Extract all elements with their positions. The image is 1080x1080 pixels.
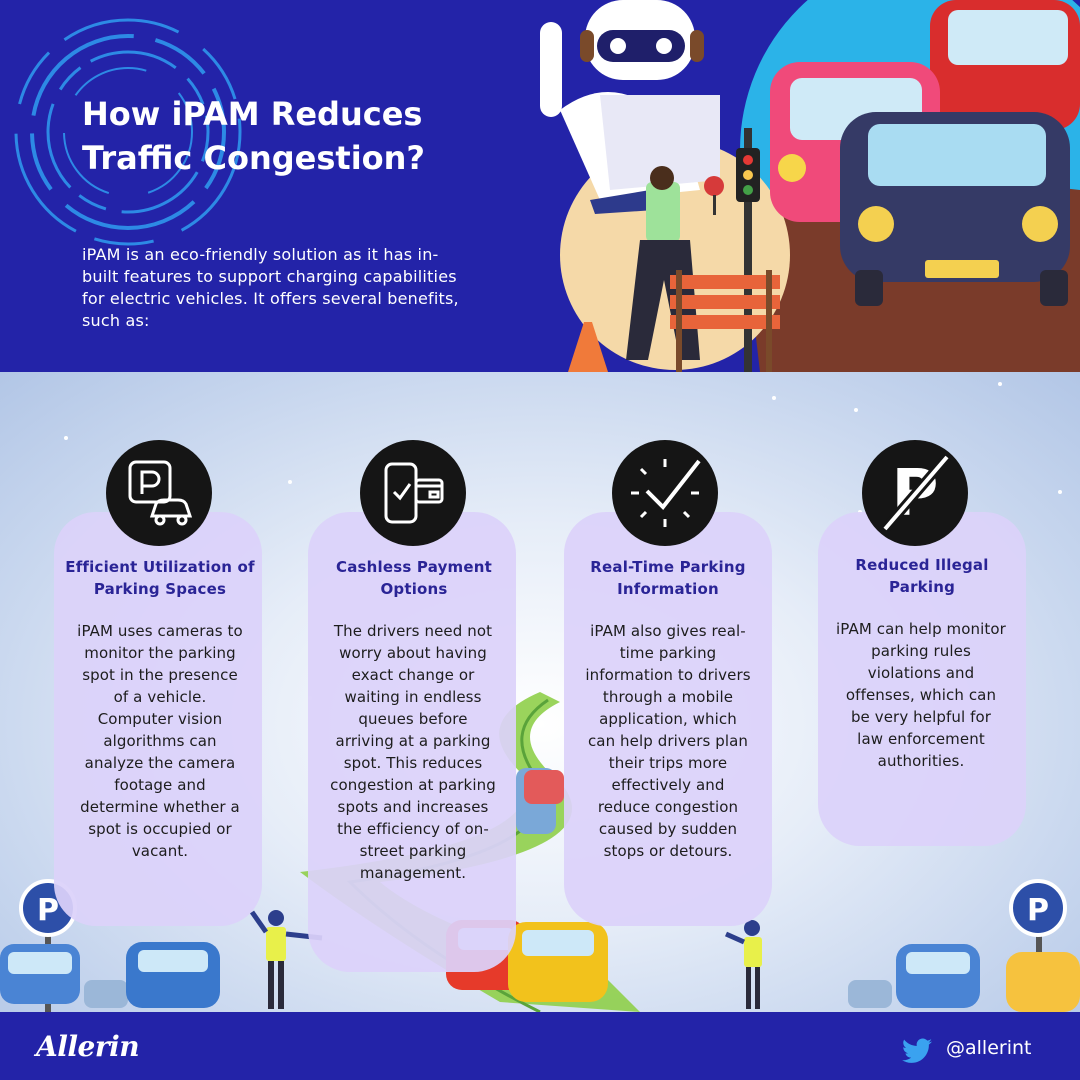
header-banner: How iPAM Reduces Traffic Congestion? iPA… (0, 0, 1080, 372)
twitter-handle[interactable]: @allerint (946, 1037, 1032, 1059)
robot-figure (540, 0, 720, 200)
officer-right (724, 920, 762, 1009)
red-car (930, 0, 1080, 130)
benefit-title-2: Cashless Payment Options (335, 558, 492, 598)
benefit-text-2: The drivers need not worry about having … (330, 622, 496, 882)
parking-car-icon (106, 440, 212, 546)
page-title: How iPAM Reduces Traffic Congestion? (82, 95, 425, 177)
road-barricade (670, 270, 780, 372)
brand-logo: Allerin (36, 1030, 140, 1063)
parking-sign-right-letter: P (1027, 893, 1049, 928)
clock-check-icon (612, 440, 718, 546)
benefit-text-1: iPAM uses cameras to monitor the parking… (77, 622, 243, 860)
officer-left (249, 910, 323, 1009)
distant-cars (516, 768, 564, 834)
benefit-title-1: Efficient Utilization of Parking Spaces (65, 558, 255, 598)
parking-sign-left-letter: P (37, 893, 59, 928)
mobile-payment-icon (360, 440, 466, 546)
benefit-text-4: iPAM can help monitor parking rules viol… (836, 620, 1006, 770)
yellow-car-center (508, 922, 608, 1002)
no-parking-icon: P (862, 440, 968, 546)
navy-car (840, 112, 1070, 306)
intro-paragraph: iPAM is an eco-friendly solution as it h… (82, 245, 459, 330)
benefit-card-3 (564, 512, 772, 926)
blue-car-right (896, 944, 980, 1008)
header-illustration (14, 0, 1080, 372)
benefit-card-1 (54, 512, 262, 926)
blue-car-left (0, 944, 80, 1004)
grey-car-right-small (848, 980, 892, 1008)
grey-car-small (84, 980, 128, 1008)
benefit-text-3: iPAM also gives real-time parking inform… (585, 622, 751, 860)
yellow-car-right (1006, 952, 1080, 1012)
benefit-card-2 (308, 512, 516, 972)
footer-bar (0, 1012, 1080, 1080)
traffic-light (736, 128, 760, 372)
benefit-card-4 (818, 512, 1026, 846)
tech-rings-decoration (14, 18, 242, 246)
benefit-title-4: Reduced Illegal Parking (855, 556, 989, 596)
twitter-icon[interactable] (902, 1038, 932, 1064)
blue-car-center-left (126, 942, 220, 1008)
traffic-cone (568, 322, 608, 372)
benefit-title-3: Real-Time Parking Information (590, 558, 746, 598)
